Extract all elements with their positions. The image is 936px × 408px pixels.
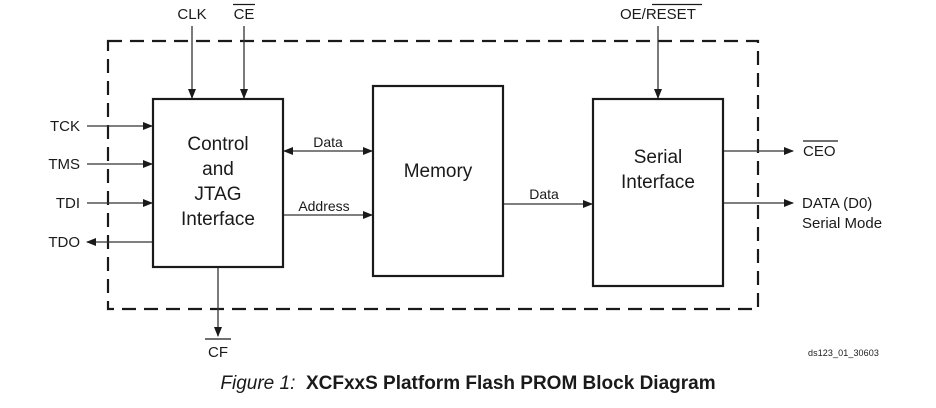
ceo-signal: CEO bbox=[724, 140, 838, 160]
tck-signal: TCK bbox=[50, 118, 153, 135]
oe-prefix: OE/ bbox=[620, 6, 647, 23]
data-out-label: DATA (D0) bbox=[802, 195, 872, 212]
serial-line-1: Serial bbox=[634, 147, 683, 168]
memory-box bbox=[371, 84, 505, 278]
serial-line-2: Interface bbox=[621, 172, 695, 193]
data-out-signal: DATA (D0) Serial Mode bbox=[724, 195, 882, 232]
cf-signal: CF bbox=[205, 268, 231, 361]
figure-reference-id: ds123_01_30603 bbox=[808, 348, 879, 358]
mem-serial-data-bus: Data bbox=[504, 186, 593, 208]
control-line-2: and bbox=[202, 159, 234, 180]
tdi-label: TDI bbox=[56, 195, 80, 212]
control-line-3: JTAG bbox=[194, 184, 241, 205]
figure-caption: Figure 1: XCFxxS Platform Flash PROM Blo… bbox=[0, 373, 936, 395]
memory-label: Memory bbox=[404, 161, 473, 182]
cf-label: CF bbox=[208, 344, 228, 361]
ctrl-mem-data-bus: Data bbox=[283, 134, 373, 155]
control-line-1: Control bbox=[187, 134, 248, 155]
ce-signal: CE bbox=[233, 3, 255, 99]
ctrl-mem-data-label: Data bbox=[313, 134, 343, 150]
oe-reset-label: OE/RESET bbox=[620, 6, 696, 23]
figure-number: Figure 1: bbox=[220, 373, 296, 394]
ceo-label: CEO bbox=[803, 143, 836, 160]
clk-label: CLK bbox=[177, 6, 206, 23]
tms-label: TMS bbox=[48, 156, 80, 173]
figure-title: XCFxxS Platform Flash PROM Block Diagram bbox=[305, 373, 716, 394]
serial-interface-block: Serial Interface bbox=[591, 97, 725, 288]
ce-label: CE bbox=[234, 6, 255, 23]
tck-label: TCK bbox=[50, 118, 80, 135]
tdo-label: TDO bbox=[48, 234, 80, 251]
ctrl-mem-address-bus: Address bbox=[284, 198, 373, 219]
device-boundary bbox=[106, 39, 760, 311]
memory-block: Memory bbox=[371, 84, 505, 278]
tdo-signal: TDO bbox=[48, 234, 152, 251]
oe-reset-signal: OE/RESET bbox=[620, 3, 702, 99]
tdi-signal: TDI bbox=[56, 195, 153, 212]
reset-label: RESET bbox=[646, 6, 696, 23]
address-label: Address bbox=[298, 198, 349, 214]
mem-serial-data-label: Data bbox=[529, 186, 559, 202]
control-line-4: Interface bbox=[181, 209, 255, 230]
clk-signal: CLK bbox=[177, 6, 207, 99]
control-jtag-box bbox=[151, 97, 285, 269]
tms-signal: TMS bbox=[48, 156, 153, 173]
serial-interface-box bbox=[591, 97, 725, 288]
data-out-sublabel: Serial Mode bbox=[802, 215, 882, 232]
control-jtag-block: Control and JTAG Interface bbox=[151, 97, 285, 269]
